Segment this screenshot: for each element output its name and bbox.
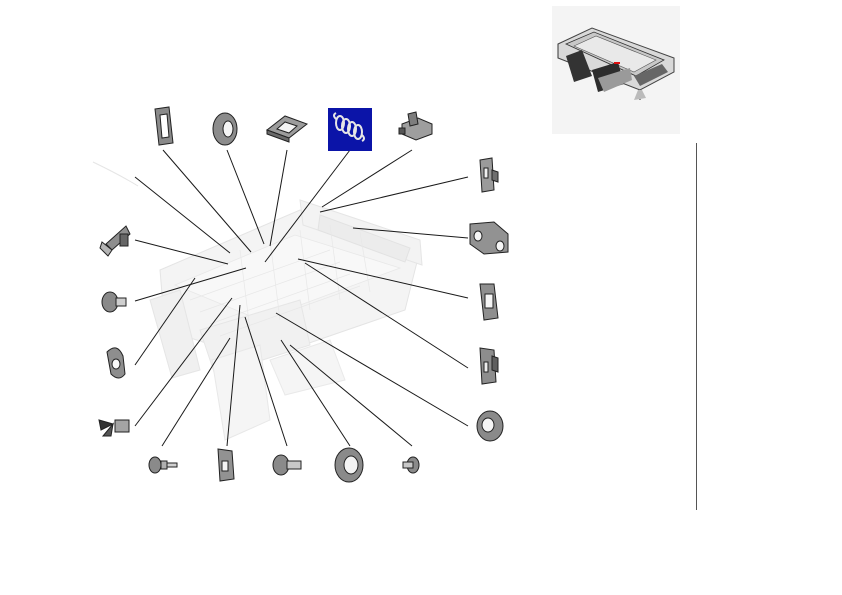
latch-block-icon[interactable] [398, 111, 433, 141]
shouldered-screw-icon[interactable] [101, 291, 127, 313]
eccentric-cam-icon[interactable] [106, 347, 126, 379]
ring-washer-icon[interactable] [212, 112, 238, 146]
spring-clip-icon[interactable] [217, 448, 235, 482]
spring-icon[interactable] [328, 108, 372, 151]
bearing-ring-icon[interactable] [334, 447, 364, 483]
assembly-thumbnail[interactable] [552, 6, 680, 134]
hinge-block-icon[interactable] [469, 221, 509, 255]
shoulder-pin-icon[interactable] [272, 454, 302, 476]
lever-clip-icon[interactable] [479, 347, 499, 385]
square-clip-icon[interactable] [265, 115, 309, 143]
small-screw-icon[interactable] [402, 456, 420, 474]
panel-divider [696, 143, 697, 510]
fan-clip-icon[interactable] [98, 419, 130, 437]
assembly-drawing [92, 161, 423, 441]
angle-bracket-icon[interactable] [99, 225, 131, 257]
u-bracket-icon[interactable] [479, 283, 499, 321]
frame-bracket-icon[interactable] [154, 106, 174, 146]
bushing-icon[interactable] [476, 410, 504, 442]
side-clip-icon[interactable] [479, 157, 499, 193]
leader-lines [134, 149, 469, 447]
stepped-screw-icon[interactable] [148, 456, 178, 474]
